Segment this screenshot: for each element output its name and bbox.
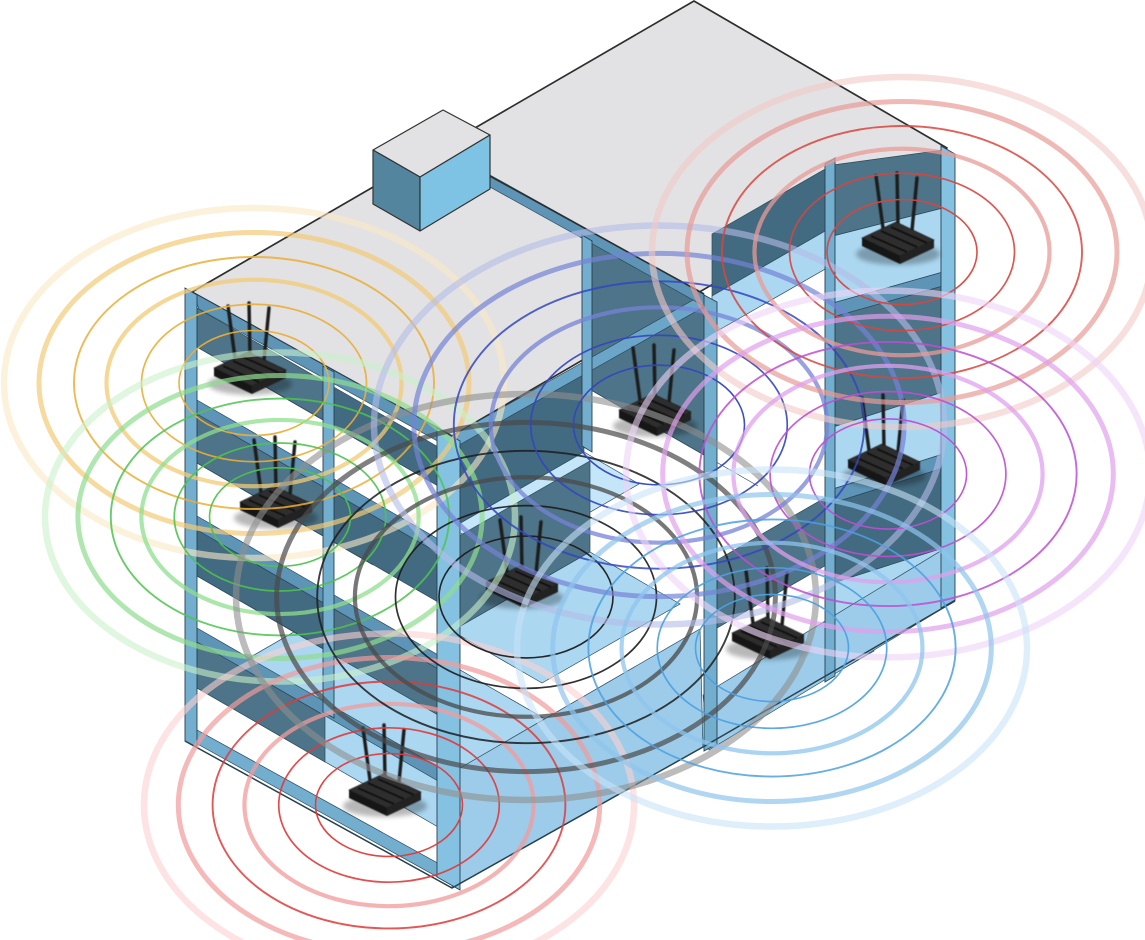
wifi-router-icon xyxy=(343,723,427,817)
signal-rings-router-lightblue xyxy=(513,466,1031,830)
rooftop-box xyxy=(372,109,491,232)
signal-rings-router-crimson xyxy=(140,630,638,940)
building-base-outline xyxy=(184,600,956,889)
signal-rings-router-red xyxy=(648,73,1145,431)
signal-rings-router-green xyxy=(41,349,519,685)
wifi-rings-layer xyxy=(0,73,1145,940)
routers-layer xyxy=(208,171,940,817)
pillar xyxy=(581,234,593,453)
rooftop-box-right-face xyxy=(419,134,491,232)
pillar xyxy=(184,287,198,749)
roof-seam-line xyxy=(487,174,705,295)
